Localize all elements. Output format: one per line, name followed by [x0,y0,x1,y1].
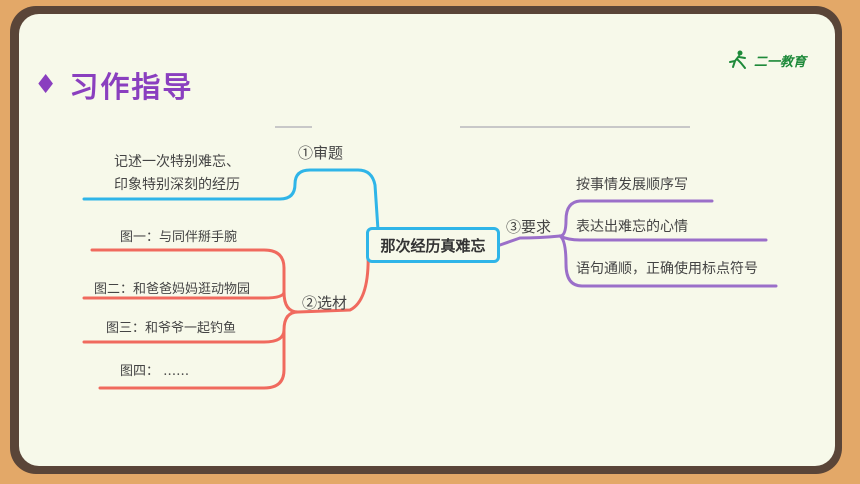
requirements-branch-lines [498,199,778,288]
branch-label-requirements: ③要求 [506,218,552,236]
branch-label-material: ②选材 [302,294,348,312]
requirement-item: 语句通顺，正确使用标点符号 [576,261,758,277]
material-item: 图四： …… [120,364,190,379]
topic-branch-lines [82,168,380,232]
brand-logo: 二一教育 [726,50,806,70]
material-item: 图二：和爸爸妈妈逛动物园 [94,282,251,297]
requirement-item: 表达出难忘的心情 [576,219,688,235]
section-heading: ♦ 习作指导 [34,64,193,106]
branch-label-topic: ①审题 [298,144,344,162]
topic-item: 印象特别深刻的经历 [114,177,240,193]
material-item: 图三：和爷爷一起钓鱼 [106,321,237,336]
logo-text: 二一教育 [754,54,807,70]
diamond-icon: ♦ [34,70,58,100]
topic-item: 记述一次特别难忘、 [114,154,240,170]
page-title: 习作指导 [69,70,194,104]
material-item: 图一：与同伴掰手腕 [120,230,238,245]
runner-icon [729,50,746,69]
mindmap-center: 那次经历真难忘 [366,227,500,263]
requirement-item: 按事情发展顺序写 [576,177,688,193]
